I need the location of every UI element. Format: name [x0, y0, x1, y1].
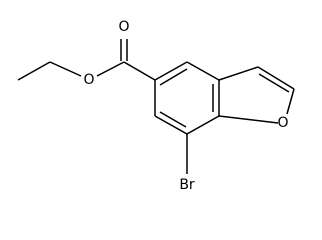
bond-furan-oxygen-c7a	[218, 115, 279, 124]
bond-methyl-methylene	[17, 61, 51, 81]
furan-oxygen-label: O	[277, 115, 288, 131]
bond-c3-c2	[257, 66, 295, 90]
carbonyl-oxygen-label: O	[118, 19, 129, 35]
bond-c4-c3a	[186, 61, 220, 81]
ethyl-7-bromobenzofuran-5-carboxylate-structure: O O O Br	[17, 19, 295, 193]
bond-c3a-c3	[218, 66, 259, 81]
bond-c2-furan-oxygen	[286, 88, 295, 115]
bond-c5-c4	[154, 61, 188, 81]
bond-c7-c6	[154, 115, 188, 135]
bond-c7a-c7	[186, 115, 220, 135]
bond-carbonyl-to-ring	[123, 61, 156, 81]
bond-c7-c6-inner	[159, 111, 187, 128]
bond-ester-oxygen-carbonyl-carbon	[96, 61, 125, 77]
bond-c5-c4-inner	[159, 68, 188, 86]
bond-methylene-ester-oxygen	[49, 61, 82, 77]
bond-c3-c2-inner	[258, 73, 290, 93]
ester-oxygen-label: O	[83, 72, 94, 88]
bromine-label: Br	[179, 177, 195, 193]
